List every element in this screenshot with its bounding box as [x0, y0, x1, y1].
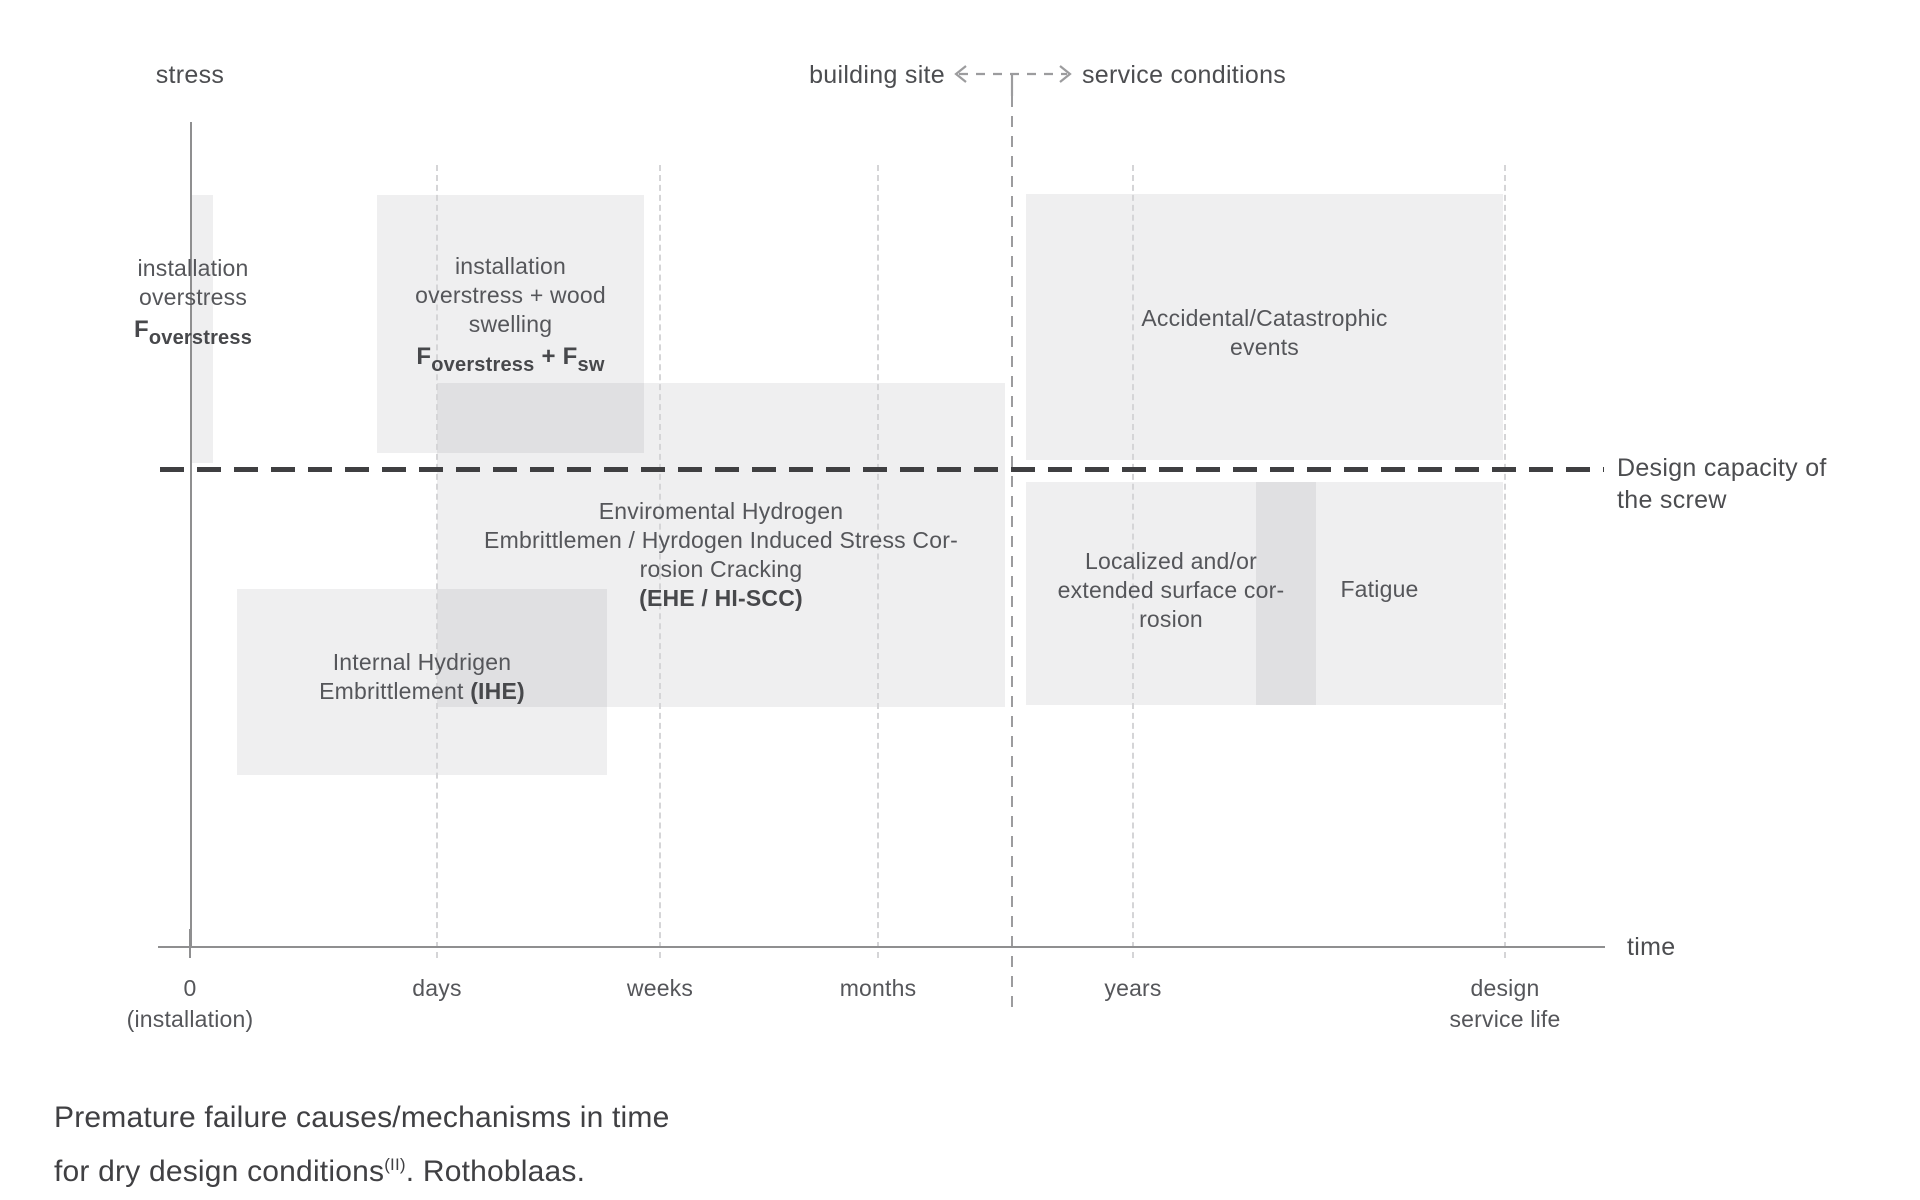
design-capacity-label-line2: the screw [1617, 486, 1727, 514]
phase-label-service-conditions: service conditions [1082, 61, 1287, 89]
x-tick-days: days [327, 973, 547, 1004]
region-label-fatigue: Fatigue [1340, 576, 1419, 602]
region-label-line: extended surface cor- [1057, 577, 1285, 603]
formula-symbol: F [562, 343, 578, 370]
formula-symbol: F [133, 316, 149, 343]
x-tick-label: 0 [183, 975, 197, 1001]
region-label-line: Embrittlement (IHE) [242, 677, 602, 706]
x-tick-label: days [412, 975, 462, 1001]
x-tick-label: weeks [626, 975, 694, 1001]
region-label-acronym: (EHE / HI-SCC) [639, 585, 803, 611]
region-label-ihe: Internal Hydrigen Embrittlement (IHE) [242, 648, 602, 706]
x-tick-design-service-life: design service life [1395, 973, 1615, 1035]
x-tick-label: months [839, 975, 917, 1001]
region-label-line: rosion [1139, 606, 1203, 632]
formula-f-overstress-plus-f-sw: Foverstress+Fsw [377, 342, 644, 380]
y-axis-label: stress [155, 61, 225, 89]
caption-line2: for dry design conditions(II). Rothoblaa… [54, 1141, 670, 1195]
x-tick-years: years [1023, 973, 1243, 1004]
x-tick-zero-installation: 0 (installation) [80, 973, 300, 1035]
formula-subscript: sw [577, 354, 605, 376]
region-label-line: Embrittlemen / Hyrdogen Induced Stress C… [484, 527, 958, 553]
phase-label-building-site: building site [809, 61, 945, 89]
region-label-line: Accidental/Catastrophic [1141, 305, 1388, 331]
region-label-line: events [1230, 334, 1299, 360]
formula-f-overstress: Foverstress [78, 315, 308, 353]
gridline-years [1132, 165, 1134, 958]
region-box-overstress-wood-swelling [377, 195, 644, 453]
region-label-accidental-events: Accidental/Catastrophic events [1026, 304, 1503, 362]
gridline-days [436, 165, 438, 958]
x-axis-label: time [1627, 933, 1676, 961]
region-box-ehe-hiscc [437, 383, 1005, 707]
x-tick-months: months [768, 973, 988, 1004]
y-axis-line [190, 122, 192, 947]
caption-footnote-ref: (II) [384, 1155, 406, 1174]
gridline-weeks [659, 165, 661, 958]
formula-subscript: overstress [431, 354, 535, 376]
region-label-surface-corrosion: Localized and/or extended surface cor- r… [1026, 547, 1316, 634]
gridline-design-service-life [1504, 165, 1506, 958]
region-label-overstress-wood-swelling: installation overstress + wood swelling … [377, 252, 644, 380]
phase-transition-arrows-icon [954, 65, 1072, 96]
region-box-fatigue [1256, 482, 1503, 705]
region-label-acronym: (IHE) [470, 678, 525, 704]
caption-text: for dry design conditions [54, 1155, 385, 1188]
caption-line1: Premature failure causes/mechanisms in t… [54, 1101, 670, 1134]
x-tick-sublabel: (installation) [126, 1006, 254, 1032]
region-label-text: Embrittlement [319, 678, 464, 704]
region-box-accidental-events [1026, 194, 1503, 460]
design-capacity-label-line1: Design capacity of [1617, 454, 1827, 482]
x-axis-zero-tick [189, 929, 191, 958]
formula-plus: + [541, 343, 556, 370]
region-label-line: Localized and/or [1085, 548, 1257, 574]
region-label-line: overstress + wood [415, 282, 606, 308]
x-tick-label: design [1470, 975, 1540, 1001]
design-capacity-line [160, 467, 1604, 472]
formula-subscript: overstress [148, 327, 253, 349]
region-label-line: Internal Hydrigen [332, 649, 512, 675]
site-service-boundary-line [1011, 96, 1013, 1008]
x-axis-line [158, 946, 1605, 948]
region-label-line: installation [137, 255, 249, 281]
region-label-line: overstress [138, 284, 248, 310]
x-tick-weeks: weeks [550, 973, 770, 1004]
region-label-line: rosion Cracking [639, 556, 803, 582]
region-label-line: Enviromental Hydrogen [598, 498, 844, 524]
design-capacity-label: Design capacity of the screw [1617, 452, 1827, 516]
x-tick-label: years [1104, 975, 1162, 1001]
region-box-installation-overstress [191, 195, 213, 463]
region-label-installation-overstress: installation overstress Foverstress [78, 254, 308, 353]
region-box-ihe [237, 589, 607, 775]
left-arrow-icon [954, 65, 967, 83]
formula-symbol: F [416, 343, 432, 370]
caption-text: . Rothoblaas. [405, 1155, 586, 1188]
figure-caption: Premature failure causes/mechanisms in t… [54, 1094, 670, 1195]
gridline-months [877, 165, 879, 958]
region-label-line: installation [454, 253, 567, 279]
region-label-ehe-hiscc: Enviromental Hydrogen Embrittlemen / Hyr… [471, 497, 971, 613]
region-box-surface-corrosion [1026, 482, 1316, 705]
region-label-line: swelling [468, 311, 553, 337]
right-arrow-icon [1059, 65, 1072, 83]
x-tick-sublabel: service life [1449, 1006, 1561, 1032]
